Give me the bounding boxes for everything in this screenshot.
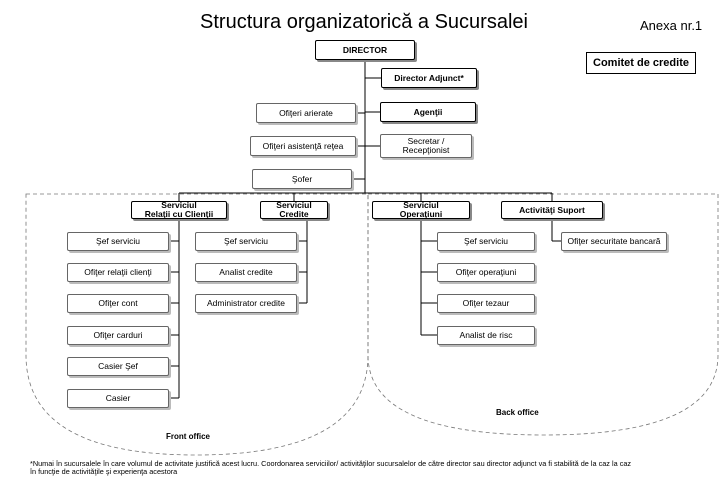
role-box: Ofiţer relaţii clienţi (67, 263, 169, 282)
dept-operations: Serviciul Operaţiuni (372, 201, 470, 219)
role-box: Şef serviciu (437, 232, 535, 251)
director-box: DIRECTOR (315, 40, 415, 60)
role-box: Şef serviciu (67, 232, 169, 251)
dept-credits: Serviciul Credite (260, 201, 328, 219)
role-box: Casier (67, 389, 169, 408)
back-office-area (367, 193, 719, 436)
role-box: Analist credite (195, 263, 297, 282)
role-box: Administrator credite (195, 294, 297, 313)
agencies-box: Agenţii (380, 102, 476, 122)
annex-label: Anexa nr.1 (640, 18, 703, 33)
arrears-officers-box: Ofiţeri arierate (256, 103, 356, 123)
back-office-label: Back office (496, 408, 539, 417)
front-office-area (25, 193, 369, 456)
role-box: Ofiţer securitate bancară (561, 232, 667, 251)
chart-title: Structura organizatorică a Sucursalei (200, 11, 528, 33)
role-box: Ofiţer tezaur (437, 294, 535, 313)
secretary-box: Secretar / Recepţionist (380, 134, 472, 158)
footnote: *Numai în sucursalele în care volumul de… (30, 459, 632, 476)
dept-support: Activităţi Suport (501, 201, 603, 219)
role-box: Ofiţer cont (67, 294, 169, 313)
deputy-director-box: Director Adjunct* (381, 68, 477, 88)
dept-client-relations: Serviciul Relaţii cu Clienţii (131, 201, 227, 219)
credit-committee-box: Comitet de credite (586, 52, 696, 74)
network-assistance-box: Ofiţeri asistenţă reţea (250, 136, 356, 156)
role-box: Casier Şef (67, 357, 169, 376)
front-office-label: Front office (166, 432, 210, 441)
role-box: Ofiţer carduri (67, 326, 169, 345)
role-box: Ofiţer operaţiuni (437, 263, 535, 282)
driver-box: Şofer (252, 169, 352, 189)
role-box: Analist de risc (437, 326, 535, 345)
role-box: Şef serviciu (195, 232, 297, 251)
